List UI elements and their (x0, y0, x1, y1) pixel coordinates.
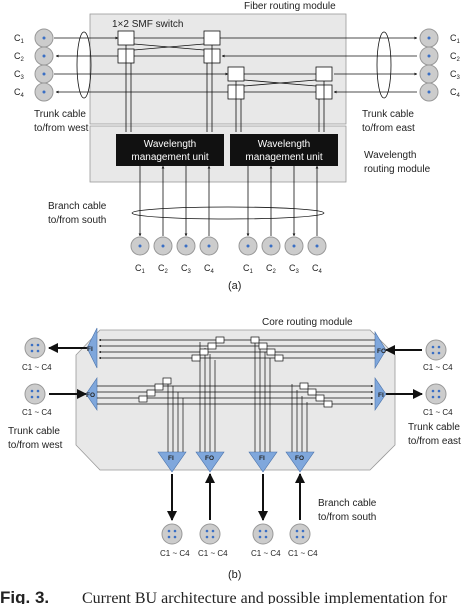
svg-text:C4: C4 (14, 87, 25, 99)
branch-cable-bundle (131, 206, 325, 220)
caption-a: (a) (228, 280, 241, 292)
svg-text:C1 ~ C4: C1 ~ C4 (423, 408, 453, 417)
branch-cores-a (130, 236, 327, 256)
svg-text:C1: C1 (243, 263, 254, 275)
svg-text:C1 ~ C4: C1 ~ C4 (198, 549, 228, 558)
trunk-east-label-b-2: to/from east (408, 436, 461, 447)
trunk-east-label-1: Trunk cable (362, 109, 414, 120)
branch-core-labels-a: C1 C2 C3 C4 C1 C2 C3 C4 (135, 263, 323, 275)
svg-text:C4: C4 (312, 263, 323, 275)
wmu-left-label-1: Wavelength (144, 139, 196, 150)
mcf-east-top (425, 339, 447, 361)
branch-label-a-2: to/from south (48, 215, 106, 226)
svg-text:C4: C4 (204, 263, 215, 275)
switch-e3 (315, 66, 333, 82)
wmu-right-label-2: management unit (245, 152, 322, 163)
wmu-right-label-1: Wavelength (258, 139, 310, 150)
svg-text:FI: FI (168, 455, 174, 462)
svg-text:C2: C2 (14, 51, 25, 63)
svg-text:FI: FI (259, 455, 265, 462)
svg-text:C1: C1 (14, 33, 25, 45)
drop-fibers-a (125, 45, 325, 132)
svg-text:FO: FO (295, 455, 304, 462)
fi-west (86, 327, 98, 369)
trunk-fibers (54, 36, 418, 94)
east-cable-bundle (376, 31, 392, 99)
svg-text:C1 ~ C4: C1 ~ C4 (160, 549, 190, 558)
trunk-east-label-2: to/from east (362, 123, 415, 134)
fi-east (374, 377, 387, 411)
core-routing-module-title: Core routing module (262, 317, 353, 328)
west-trunk-cores (34, 28, 54, 102)
east-core-labels: C1 C2 C3 C4 (450, 33, 461, 99)
svg-text:C4: C4 (450, 87, 461, 99)
switch-e1 (203, 30, 221, 46)
switch-w3 (227, 66, 245, 82)
mcf-east-bottom (425, 383, 447, 405)
svg-text:C1: C1 (450, 33, 461, 45)
fo-east (374, 330, 387, 370)
svg-text:FO: FO (205, 455, 214, 462)
svg-text:C3: C3 (181, 263, 192, 275)
svg-text:C2: C2 (450, 51, 461, 63)
wavelength-routing-module-label-2: routing module (364, 164, 431, 175)
fi-south-1 (157, 451, 187, 473)
caption-b: (b) (228, 569, 241, 581)
svg-text:C3: C3 (289, 263, 300, 275)
svg-text:FI: FI (87, 346, 93, 353)
branch-fibers-a (138, 165, 319, 237)
trunk-east-label-b-1: Trunk cable (408, 422, 460, 433)
wmu-right (230, 134, 338, 166)
core-routing-module (75, 329, 396, 471)
svg-text:C2: C2 (266, 263, 277, 275)
panel-a: Fiber routing module 1×2 SMF switch Wave… (14, 1, 461, 292)
fo-west (85, 377, 98, 411)
branch-label-b-2: to/from south (318, 512, 376, 523)
svg-text:C1 ~ C4: C1 ~ C4 (251, 549, 281, 558)
fan-labels: FI FO FO FI FI FO FI FO (86, 346, 386, 462)
wmu-left (116, 134, 224, 166)
wavelength-routing-module-label-1: Wavelength (364, 150, 416, 161)
fiber-routing-module-title: Fiber routing module (244, 1, 336, 12)
panel-b: Core routing module (8, 317, 461, 581)
svg-text:C1 ~ C4: C1 ~ C4 (22, 408, 52, 417)
figure-caption: Fig. 3. Current BU architecture and poss… (0, 588, 448, 604)
fan-devices (85, 327, 387, 473)
trunk-west-label-b-2: to/from west (8, 440, 63, 451)
mcf-west-bottom (24, 383, 46, 405)
trunk-west-label-2: to/from west (34, 123, 89, 134)
figure-caption-text: Current BU architecture and possible imp… (82, 590, 448, 604)
svg-text:FO: FO (377, 348, 386, 355)
switch-w1 (117, 30, 135, 46)
fo-south-4 (285, 451, 315, 473)
svg-text:FI: FI (378, 392, 384, 399)
fi-south-3 (248, 451, 278, 473)
svg-text:C1: C1 (135, 263, 146, 275)
core-range-labels: C1 ~ C4 C1 ~ C4 C1 ~ C4 C1 ~ C4 C1 ~ C4 … (22, 363, 453, 558)
figure-caption-label: Fig. 3. (0, 588, 49, 604)
east-trunk-cores (419, 28, 439, 102)
svg-text:C1 ~ C4: C1 ~ C4 (22, 363, 52, 372)
west-cable-bundle (76, 31, 92, 99)
switch-label: 1×2 SMF switch (112, 19, 183, 30)
branch-label-b-1: Branch cable (318, 498, 377, 509)
core-switches (138, 336, 333, 408)
svg-text:C3: C3 (450, 69, 461, 81)
wmu-left-label-2: management unit (131, 152, 208, 163)
branch-label-a-1: Branch cable (48, 201, 107, 212)
trunk-west-label-1: Trunk cable (34, 109, 86, 120)
svg-text:C1 ~ C4: C1 ~ C4 (288, 549, 318, 558)
trunk-west-label-b-1: Trunk cable (8, 426, 60, 437)
svg-text:FO: FO (86, 392, 95, 399)
svg-text:C2: C2 (158, 263, 169, 275)
fiber-routing-module (89, 13, 347, 125)
svg-text:C1 ~ C4: C1 ~ C4 (423, 363, 453, 372)
mcf-south (161, 523, 311, 545)
svg-text:C3: C3 (14, 69, 25, 81)
mcf-west-top (24, 337, 46, 359)
external-cables-b (48, 343, 423, 521)
west-core-labels: C1 C2 C3 C4 (14, 33, 25, 99)
